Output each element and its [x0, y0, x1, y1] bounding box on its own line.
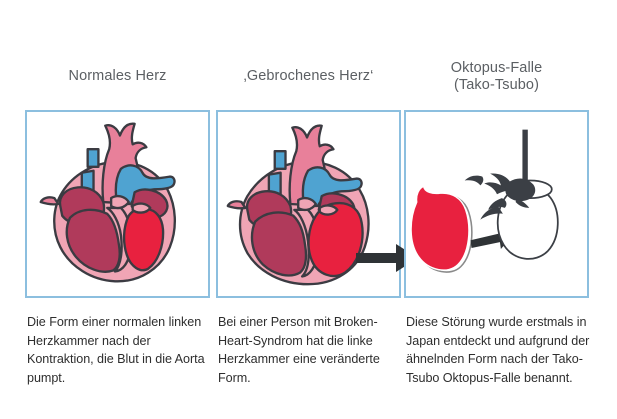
panel-caption-broken-heart: Bei einer Person mit Broken-Heart-Syndro…: [218, 315, 380, 385]
panel-title-normal-heart: Normales Herz: [68, 68, 167, 84]
normal-heart-illustration: [39, 122, 176, 283]
broken-heart-syndrome-illustration: [226, 124, 370, 286]
transformation-arrow: [356, 243, 418, 273]
panel-normal-heart: [25, 110, 210, 298]
panel-broken-heart: [216, 110, 401, 298]
panel-caption-octopus-trap: Diese Störung wurde erstmals in Japan en…: [406, 315, 590, 385]
octopus-icon: [464, 173, 536, 220]
ballooned-ventricle-shape: [410, 185, 473, 273]
panel-title-broken-heart: ‚Gebrochenes Herz‘: [243, 68, 374, 84]
panel-caption-normal-heart: Die Form einer normalen linken Herzkamme…: [27, 315, 205, 385]
trap-rope: [522, 129, 528, 191]
panel-title-octopus-trap: Oktopus-Falle (Tako-Tsubo): [450, 60, 543, 93]
octopus-pot-illustration: [410, 129, 559, 273]
panel-octopus-trap: [404, 110, 589, 298]
arrow-right-icon: [356, 244, 418, 272]
